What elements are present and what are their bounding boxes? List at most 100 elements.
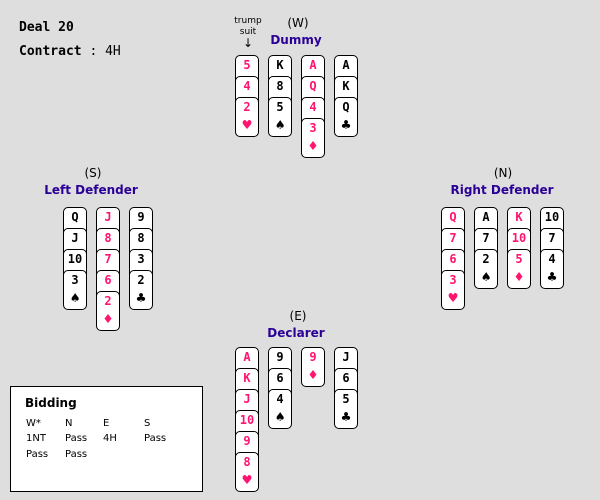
card-spades[interactable]: 3♠	[63, 270, 87, 310]
card-hearts[interactable]: 8♥	[235, 452, 259, 492]
card-diamonds[interactable]: 5♦	[507, 249, 531, 289]
card-rank: 10	[67, 252, 83, 266]
clubs-icon: ♣	[341, 408, 351, 426]
card-rank: 9	[276, 350, 284, 364]
card-rank: Q	[449, 210, 457, 224]
contract: Contract : 4H	[19, 44, 121, 59]
card-rank: 8	[137, 231, 145, 245]
bid-header-s: S	[144, 418, 151, 429]
card-rank: A	[342, 58, 350, 72]
hearts-icon: ♥	[242, 116, 252, 134]
card-rank: K	[243, 371, 251, 385]
card-rank: 4	[276, 392, 284, 406]
card-hearts[interactable]: 3♥	[441, 270, 465, 310]
bidding-title: Bidding	[25, 396, 77, 410]
bid-header-n: N	[65, 418, 73, 429]
bid-cell: 4H	[103, 433, 117, 444]
card-rank: 3	[137, 252, 145, 266]
card-rank: 6	[276, 371, 284, 385]
card-rank: Q	[71, 210, 79, 224]
card-hearts[interactable]: 2♥	[235, 97, 259, 137]
card-rank: 3	[309, 121, 317, 135]
card-rank: J	[104, 210, 112, 224]
card-rank: 2	[104, 294, 112, 308]
card-rank: 7	[482, 231, 490, 245]
bid-cell: 1NT	[26, 433, 46, 444]
card-rank: 6	[104, 273, 112, 287]
deal-number: Deal 20	[19, 20, 74, 35]
card-diamonds[interactable]: 2♦	[96, 291, 120, 331]
card-rank: 9	[243, 434, 251, 448]
south-role: Left Defender	[44, 183, 138, 197]
card-rank: 4	[548, 252, 556, 266]
card-rank: 10	[511, 231, 527, 245]
trump-label: trump	[234, 16, 262, 26]
card-rank: J	[342, 350, 350, 364]
contract-label: Contract	[19, 44, 82, 59]
spades-icon: ♠	[70, 289, 80, 307]
card-rank: A	[309, 58, 317, 72]
south-position: (S)	[84, 166, 102, 180]
card-rank: J	[243, 392, 251, 406]
east-position: (E)	[289, 309, 307, 323]
card-rank: 9	[137, 210, 145, 224]
bid-cell: Pass	[144, 433, 167, 444]
bid-cell: Pass	[65, 433, 88, 444]
diamonds-icon: ♦	[308, 137, 318, 155]
diamonds-icon: ♦	[103, 310, 113, 328]
card-rank: 8	[276, 79, 284, 93]
card-diamonds[interactable]: 9♦	[301, 347, 325, 387]
card-rank: 9	[309, 350, 317, 364]
bid-cell: Pass	[65, 449, 88, 460]
west-position: (W)	[287, 16, 309, 30]
card-rank: A	[482, 210, 490, 224]
suit-label: suit	[239, 27, 257, 37]
bid-header-w: W*	[26, 418, 41, 429]
clubs-icon: ♣	[547, 268, 557, 286]
card-rank: 5	[515, 252, 523, 266]
card-rank: K	[515, 210, 523, 224]
card-diamonds[interactable]: 3♦	[301, 118, 325, 158]
card-rank: 2	[137, 273, 145, 287]
card-spades[interactable]: 2♠	[474, 249, 498, 289]
card-rank: A	[243, 350, 251, 364]
clubs-icon: ♣	[341, 116, 351, 134]
card-rank: Q	[342, 100, 350, 114]
contract-sep: :	[89, 44, 98, 59]
card-rank: Q	[309, 79, 317, 93]
card-rank: 10	[239, 413, 255, 427]
card-clubs[interactable]: 4♣	[540, 249, 564, 289]
card-clubs[interactable]: Q♣	[334, 97, 358, 137]
card-rank: 3	[71, 273, 79, 287]
card-rank: 7	[548, 231, 556, 245]
hearts-icon: ♥	[242, 471, 252, 489]
contract-value: 4H	[105, 44, 121, 59]
card-spades[interactable]: 4♠	[268, 389, 292, 429]
card-rank: 2	[243, 100, 251, 114]
card-rank: 3	[449, 273, 457, 287]
north-role: Right Defender	[450, 183, 554, 197]
spades-icon: ♠	[275, 408, 285, 426]
trump-suit-note: trump suit ↓	[232, 16, 264, 49]
card-clubs[interactable]: 2♣	[129, 270, 153, 310]
card-rank: 6	[449, 252, 457, 266]
spades-icon: ♠	[481, 268, 491, 286]
west-role: Dummy	[270, 33, 322, 47]
card-clubs[interactable]: 5♣	[334, 389, 358, 429]
card-rank: 8	[104, 231, 112, 245]
east-role: Declarer	[267, 326, 325, 340]
diamonds-icon: ♦	[514, 268, 524, 286]
card-rank: K	[342, 79, 350, 93]
card-rank: J	[71, 231, 79, 245]
card-rank: 7	[104, 252, 112, 266]
north-position: (N)	[493, 166, 513, 180]
card-spades[interactable]: 5♠	[268, 97, 292, 137]
hearts-icon: ♥	[448, 289, 458, 307]
spades-icon: ♠	[275, 116, 285, 134]
card-rank: 2	[482, 252, 490, 266]
bid-header-e: E	[103, 418, 110, 429]
card-rank: 8	[243, 455, 251, 469]
card-rank: 10	[544, 210, 560, 224]
bidding-panel: Bidding W* N E S 1NT Pass 4H Pass Pass P…	[10, 386, 203, 492]
card-rank: 7	[449, 231, 457, 245]
